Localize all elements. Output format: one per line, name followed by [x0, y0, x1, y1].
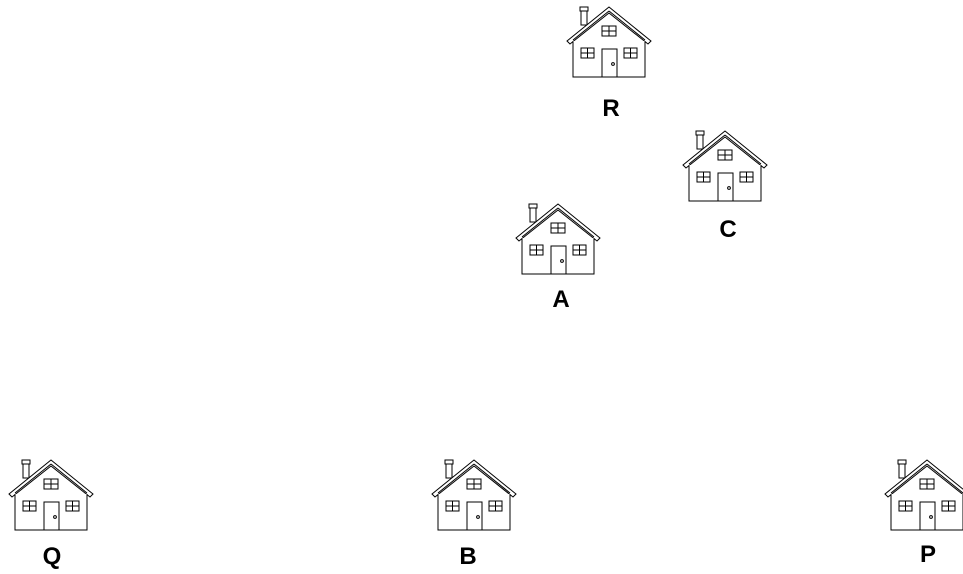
house-label-q: Q — [42, 543, 62, 570]
house-icon — [431, 459, 517, 531]
house-label-r: R — [602, 95, 620, 122]
house-icon — [8, 459, 94, 531]
house-label-b: B — [459, 543, 477, 570]
house-icon — [682, 130, 768, 202]
house-b — [428, 458, 520, 532]
house-label-p: P — [919, 541, 936, 568]
house-r — [563, 5, 655, 79]
house-p — [881, 458, 963, 532]
house-q — [5, 458, 97, 532]
house-label-a: A — [552, 286, 570, 313]
house-icon — [515, 203, 601, 275]
house-icon — [566, 6, 652, 78]
house-icon — [884, 459, 963, 531]
house-label-c: C — [719, 216, 737, 243]
house-a — [512, 202, 604, 276]
house-c — [679, 129, 771, 203]
